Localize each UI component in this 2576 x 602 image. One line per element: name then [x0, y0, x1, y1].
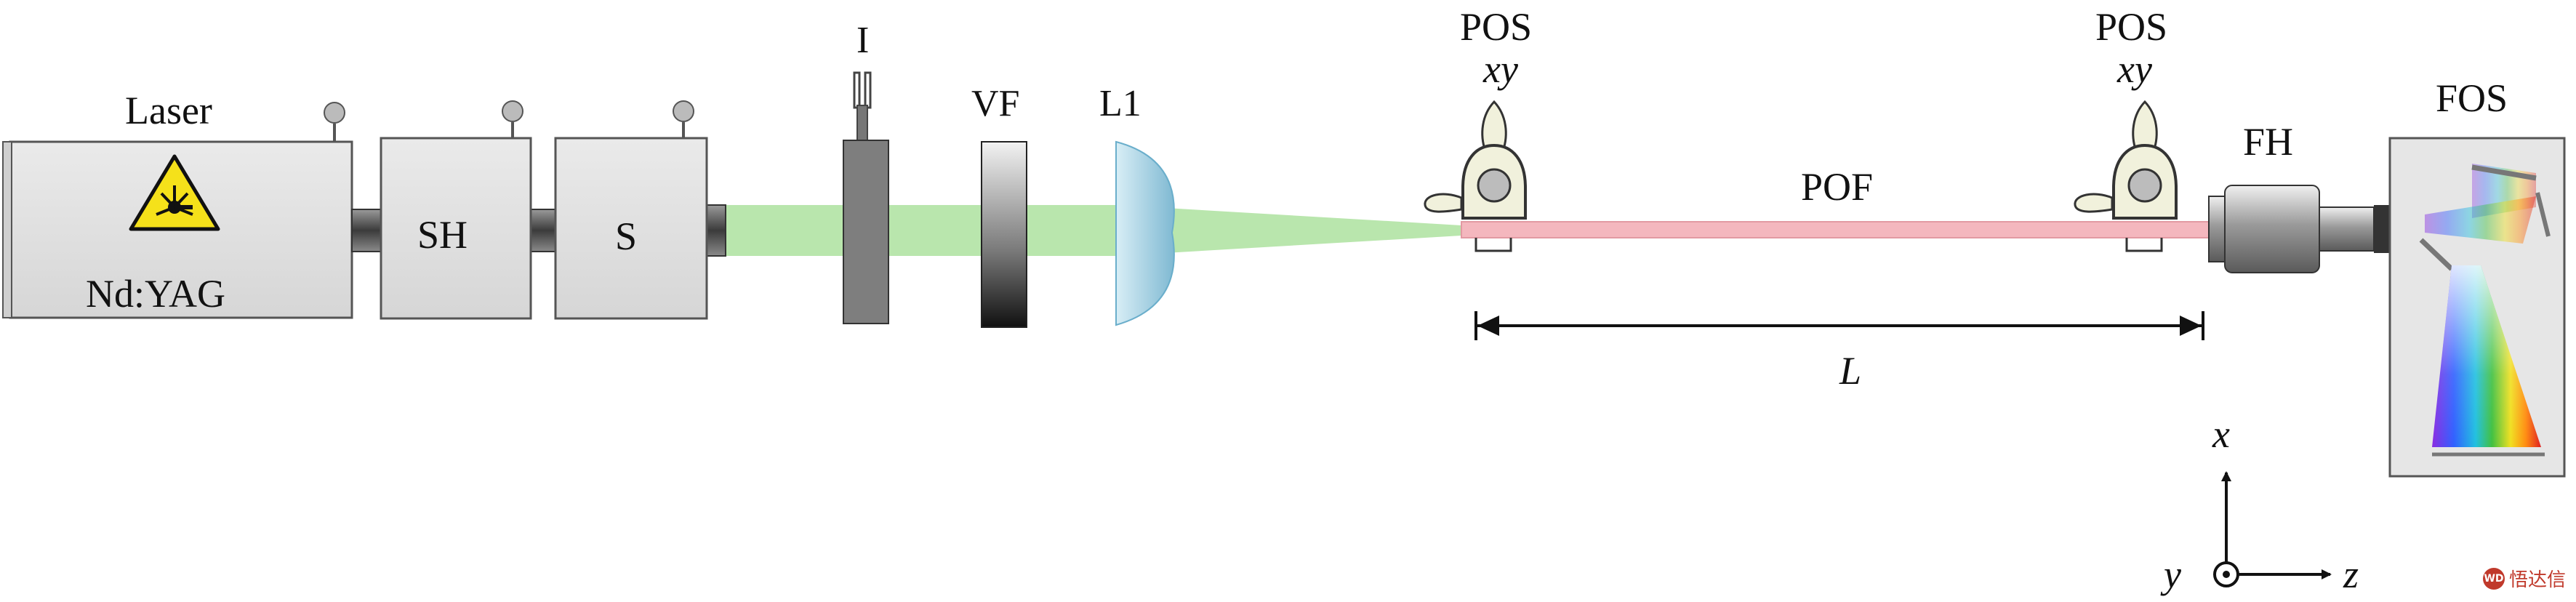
- label-axis-x: x: [2212, 412, 2230, 456]
- label-axis-y: y: [2164, 553, 2181, 596]
- coordinate-axes: [2213, 471, 2332, 587]
- label-pos-left-sub: xy: [1483, 47, 1518, 91]
- green-beam: [716, 205, 1116, 256]
- laser-warning-icon: [129, 154, 220, 231]
- label-iris: I: [856, 20, 870, 61]
- label-pos-right: POS: [2095, 5, 2168, 49]
- fiber-holder: [2208, 185, 2390, 273]
- label-length: L: [1839, 349, 1862, 393]
- focused-beam: [1116, 205, 1461, 256]
- label-spectrometer: FOS: [2436, 76, 2508, 120]
- watermark-logo-icon: WD: [2482, 567, 2505, 590]
- label-pos-left: POS: [1460, 5, 1533, 49]
- label-s: S: [615, 214, 638, 258]
- fiber: [1461, 221, 2226, 238]
- watermark: WD 悟达信: [2482, 565, 2566, 592]
- label-laser-medium: Nd:YAG: [86, 272, 226, 316]
- variable-filter: [981, 141, 1027, 328]
- label-pos-right-sub: xy: [2117, 47, 2152, 91]
- label-axis-z: z: [2343, 553, 2359, 596]
- watermark-text: 悟达信: [2508, 569, 2566, 591]
- label-laser: Laser: [125, 89, 212, 132]
- connector-1: [351, 209, 382, 252]
- connector-2: [530, 209, 556, 252]
- length-dimension: [1474, 311, 2204, 340]
- s-box: [554, 100, 708, 320]
- label-lens: L1: [1099, 83, 1141, 124]
- positioner-left: [1424, 100, 1527, 252]
- connector-3: [706, 204, 726, 257]
- lens-l1: [1115, 140, 1175, 326]
- label-fiber-holder: FH: [2243, 120, 2294, 164]
- shutter-box: [380, 100, 532, 320]
- label-vf: VF: [971, 83, 1020, 124]
- label-shutter: SH: [417, 213, 468, 257]
- label-fiber: POF: [1801, 165, 1874, 209]
- spectrometer-box: [2388, 137, 2566, 478]
- iris: [843, 71, 889, 324]
- positioner-right: [2074, 100, 2178, 252]
